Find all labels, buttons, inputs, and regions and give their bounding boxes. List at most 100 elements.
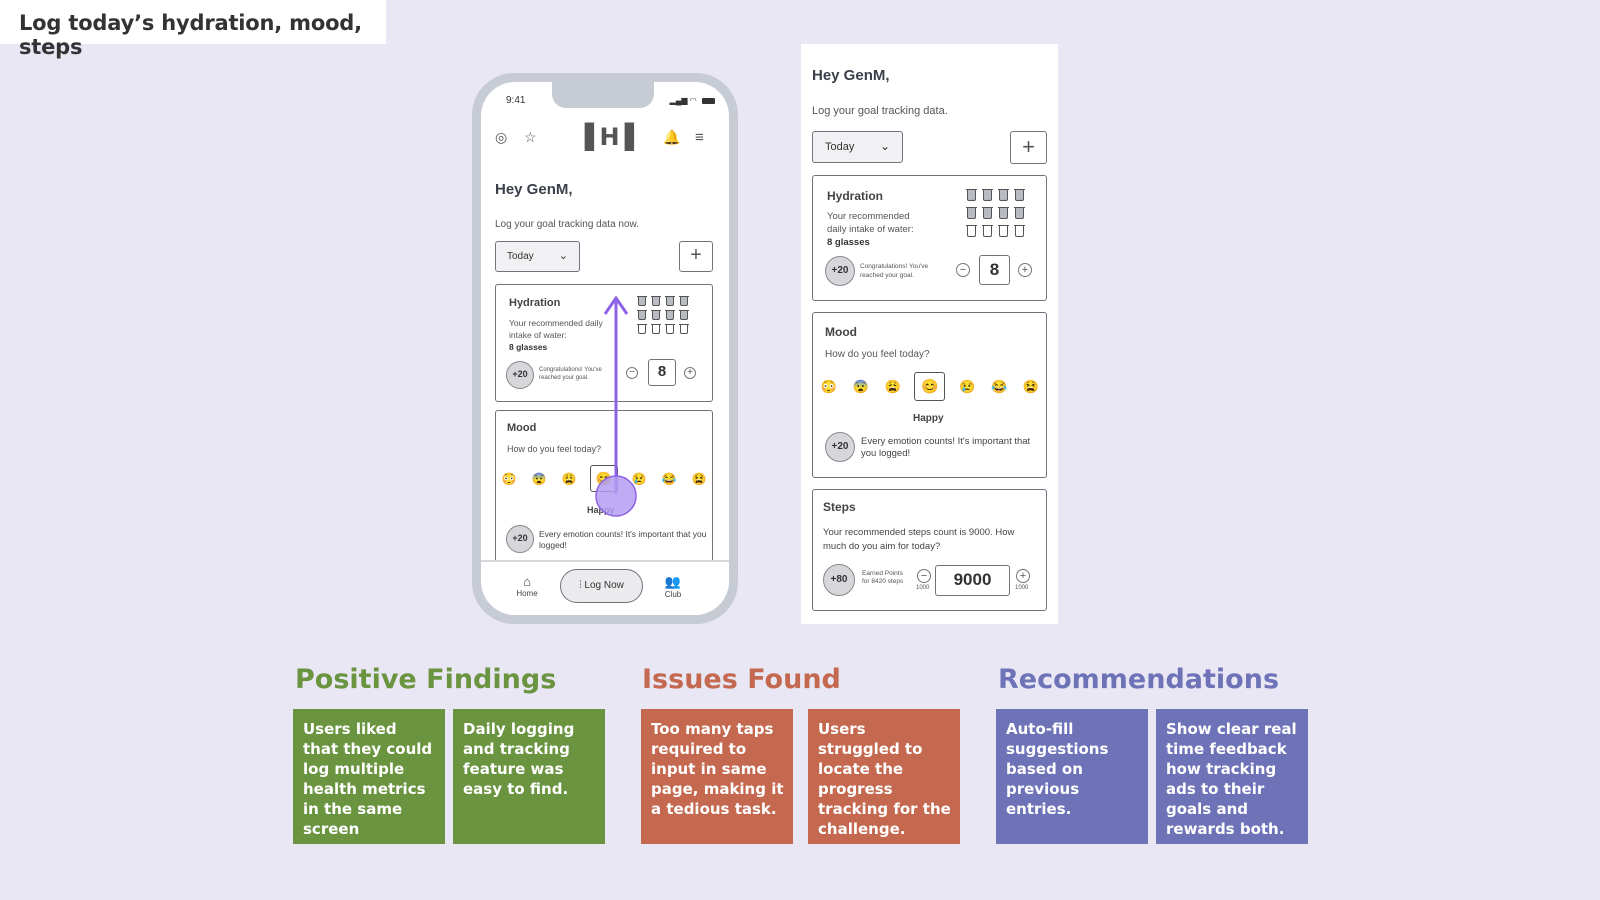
water-glasses[interactable]	[966, 189, 1025, 237]
emoji-fearful-icon[interactable]: 😨	[531, 471, 547, 486]
glass-icon[interactable]	[665, 310, 675, 320]
congrats-text: Congratulations! You've reached your goa…	[860, 263, 929, 279]
points-badge: +20	[506, 525, 534, 553]
greeting: Hey GenM,	[812, 67, 890, 84]
glass-icon[interactable]	[651, 296, 661, 306]
points-badge: +20	[825, 256, 855, 286]
glass-icon[interactable]	[998, 225, 1009, 237]
nav-club[interactable]: 👥 Club	[653, 574, 693, 599]
glass-icon[interactable]	[1014, 207, 1025, 219]
glass-icon[interactable]	[679, 296, 689, 306]
steps-count[interactable]: 9000	[935, 565, 1010, 596]
glass-icon[interactable]	[637, 310, 647, 320]
add-button[interactable]: +	[1010, 131, 1047, 164]
profile-icon[interactable]: ◎	[495, 129, 508, 145]
step-minus-amount: 1000	[916, 585, 930, 591]
glass-icon[interactable]	[651, 324, 661, 334]
hydration-goal: 8 glasses	[509, 342, 548, 352]
touch-point	[595, 475, 637, 517]
phone-notch	[552, 82, 654, 108]
wifi-icon: ◠	[689, 96, 697, 105]
mood-message: Every emotion counts! It's important tha…	[539, 529, 707, 550]
nav-home[interactable]: ⌂ Home	[507, 574, 547, 598]
glass-icon[interactable]	[637, 324, 647, 334]
emoji-tired-icon[interactable]: 😫	[691, 471, 707, 486]
date-select[interactable]: Today ⌄	[495, 241, 580, 272]
water-glasses[interactable]	[637, 296, 689, 334]
positive-findings-heading: Positive Findings	[295, 664, 557, 695]
hydration-count[interactable]: 8	[648, 359, 676, 386]
glass-icon[interactable]	[982, 225, 993, 237]
recommendation-card: Show clear real time feedback how tracki…	[1156, 709, 1308, 844]
steps-card: Steps Your recommended steps count is 90…	[812, 489, 1047, 611]
bottom-nav: ⌂ Home ⫶ Log Now 👥 Club	[481, 560, 729, 615]
emoji-tired-icon[interactable]: 😫	[1022, 378, 1040, 394]
emoji-laughing-icon[interactable]: 😂	[991, 378, 1008, 394]
glass-icon[interactable]	[651, 310, 661, 320]
emoji-fearful-icon[interactable]: 😨	[852, 378, 869, 394]
home-icon: ⌂	[523, 574, 531, 589]
glass-icon[interactable]	[982, 207, 993, 219]
glass-icon[interactable]	[679, 324, 689, 334]
plus-icon[interactable]: +	[684, 367, 696, 379]
earned-points-text: Earned Points for 8420 steps	[862, 570, 904, 585]
emoji-weary-icon[interactable]: 😩	[561, 471, 577, 486]
emoji-sad-icon[interactable]: 😢	[959, 378, 976, 394]
hydration-title: Hydration	[509, 297, 561, 309]
phone-screen: 9:41 ▂▄▆ ◠ ◎ ☆ ▌H▐ 🔔 ≡ Hey GenM, Log you…	[481, 82, 729, 615]
glass-icon[interactable]	[966, 207, 977, 219]
hydration-card: Hydration Your recommended daily intake …	[495, 284, 713, 402]
recommendation-card: Auto-fill suggestions based on previous …	[996, 709, 1148, 844]
glass-icon[interactable]	[998, 207, 1009, 219]
mood-message: Every emotion counts! It's important tha…	[861, 436, 1031, 459]
positive-finding-card: Daily logging and tracking feature was e…	[453, 709, 605, 844]
issue-card: Users struggled to locate the progress t…	[808, 709, 960, 844]
hydration-card: Hydration Your recommended daily intake …	[812, 175, 1047, 301]
glass-icon[interactable]	[1014, 225, 1025, 237]
minus-icon[interactable]: −	[917, 569, 931, 583]
congrats-text: Congratulations! You've reached your goa…	[539, 367, 602, 381]
hydration-count[interactable]: 8	[979, 255, 1010, 285]
hydration-goal: 8 glasses	[827, 237, 870, 248]
issues-found-heading: Issues Found	[642, 664, 841, 695]
emoji-weary-icon[interactable]: 😩	[884, 378, 901, 394]
plus-icon[interactable]: +	[1018, 263, 1032, 277]
glass-icon[interactable]	[637, 296, 647, 306]
status-icons: ▂▄▆ ◠	[670, 96, 715, 105]
emoji-embarrassed-icon[interactable]: 😳	[501, 471, 517, 486]
plus-icon[interactable]: +	[1016, 569, 1030, 583]
emoji-happy-icon[interactable]: 😊	[914, 372, 946, 401]
emoji-sad-icon[interactable]: 😢	[631, 471, 647, 486]
hydration-desc: Your recommended daily intake of water:	[509, 318, 603, 340]
points-badge: +80	[823, 564, 855, 596]
steps-desc: Your recommended steps count is 9000. Ho…	[823, 527, 1015, 552]
signal-icon: ▂▄▆	[669, 96, 688, 105]
emoji-laughing-icon[interactable]: 😂	[661, 471, 677, 486]
recommendations-heading: Recommendations	[998, 664, 1280, 695]
add-button[interactable]: +	[679, 241, 713, 272]
glass-icon[interactable]	[998, 189, 1009, 201]
glass-icon[interactable]	[982, 189, 993, 201]
star-icon[interactable]: ☆	[524, 129, 537, 145]
emoji-embarrassed-icon[interactable]: 😳	[820, 378, 838, 394]
glass-icon[interactable]	[966, 225, 977, 237]
minus-icon[interactable]: −	[956, 263, 970, 277]
mood-card: Mood How do you feel today? 😳 😨 😩 😊 😢 😂 …	[812, 312, 1047, 478]
sliders-icon: ⫶	[579, 580, 585, 591]
date-select[interactable]: Today ⌄	[812, 131, 903, 163]
glass-icon[interactable]	[679, 310, 689, 320]
notification-bell-icon[interactable]: 🔔	[663, 129, 681, 145]
glass-icon[interactable]	[665, 324, 675, 334]
mood-question: How do you feel today?	[507, 444, 602, 454]
menu-icon[interactable]: ≡	[695, 129, 704, 146]
glass-icon[interactable]	[966, 189, 977, 201]
log-now-button[interactable]: ⫶ Log Now	[560, 569, 643, 603]
points-badge: +20	[825, 432, 855, 462]
chevron-down-icon: ⌄	[879, 139, 890, 153]
minus-icon[interactable]: −	[626, 367, 638, 379]
mood-question: How do you feel today?	[825, 349, 930, 360]
glass-icon[interactable]	[665, 296, 675, 306]
mood-title: Mood	[507, 422, 537, 434]
points-badge: +20	[506, 361, 534, 389]
glass-icon[interactable]	[1014, 189, 1025, 201]
